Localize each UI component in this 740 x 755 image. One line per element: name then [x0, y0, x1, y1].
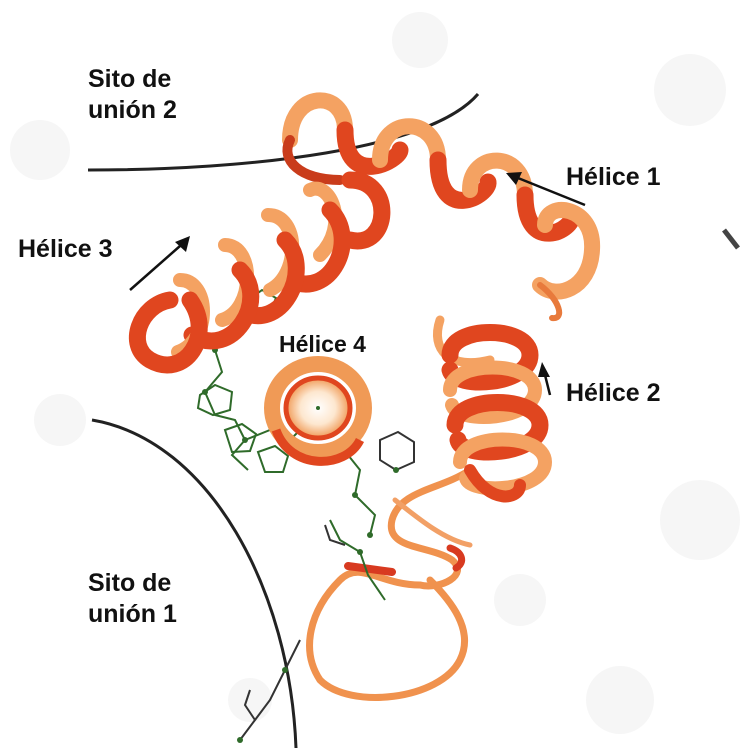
- binding-site-1-label-line2: unión 1: [88, 599, 177, 630]
- binding-site-1-label-line1: Sito de: [88, 568, 177, 599]
- loop-region: [310, 470, 470, 697]
- helix-4-ribbon: [272, 364, 364, 461]
- helix-2-ribbon: [437, 320, 545, 496]
- helix-3-label: Hélice 3: [18, 234, 113, 265]
- helix-4-label: Hélice 4: [279, 330, 366, 358]
- binding-site-2-label: Sito de unión 2: [88, 64, 177, 126]
- edge-mark: [724, 230, 738, 248]
- binding-site-2-label-line1: Sito de: [88, 64, 177, 95]
- binding-site-1-label: Sito de unión 1: [88, 568, 177, 630]
- helix-2-label: Hélice 2: [566, 378, 661, 409]
- helix-1-label: Hélice 1: [566, 162, 661, 193]
- binding-site-2-label-line2: unión 2: [88, 95, 177, 126]
